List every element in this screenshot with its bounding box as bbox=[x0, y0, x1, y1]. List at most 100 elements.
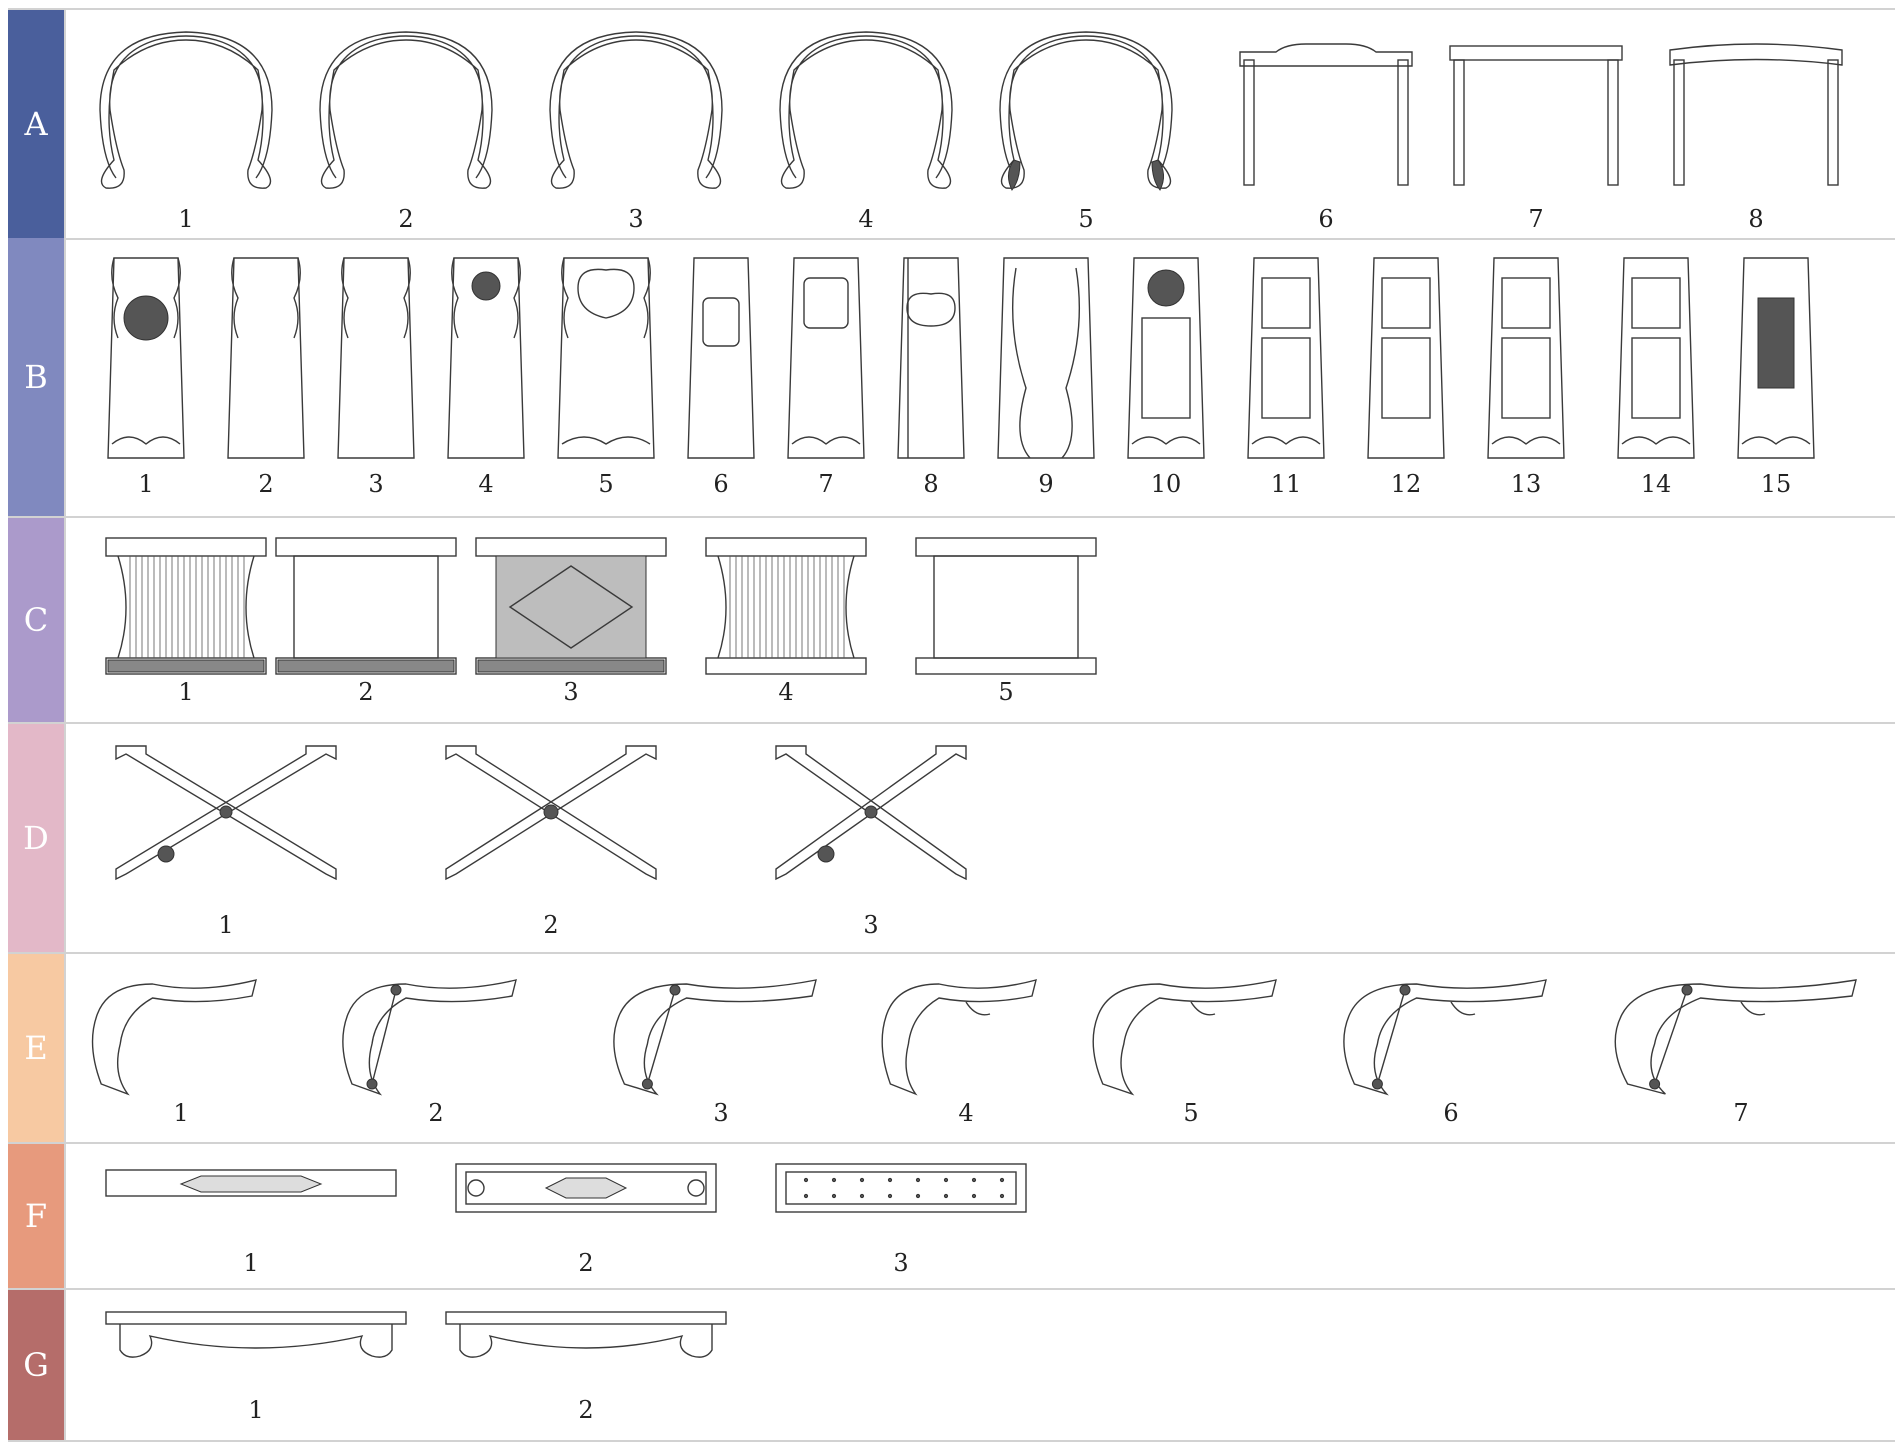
component-drawing bbox=[1247, 257, 1325, 459]
component-number: 4 bbox=[858, 205, 874, 233]
component-drawing bbox=[1614, 979, 1857, 1095]
component-e-5: 5 bbox=[1086, 954, 1296, 1142]
component-number: 1 bbox=[178, 205, 194, 233]
row-label: A bbox=[8, 10, 64, 238]
component-drawing bbox=[1127, 257, 1205, 459]
component-number: 2 bbox=[358, 678, 374, 706]
component-e-3: 3 bbox=[606, 954, 836, 1142]
component-drawing bbox=[115, 745, 337, 881]
component-number: 12 bbox=[1390, 470, 1422, 498]
component-number: 14 bbox=[1640, 470, 1672, 498]
component-drawing bbox=[445, 1311, 727, 1358]
component-drawing bbox=[999, 31, 1173, 191]
component-number: 2 bbox=[578, 1249, 594, 1277]
component-d-2: 2 bbox=[426, 724, 676, 952]
component-a-7: 7 bbox=[1436, 10, 1636, 238]
component-number: 9 bbox=[1038, 470, 1054, 498]
component-drawing bbox=[1737, 257, 1815, 459]
row-label-text: E bbox=[24, 1029, 48, 1067]
component-drawing bbox=[775, 745, 967, 881]
component-drawing bbox=[881, 979, 1037, 1096]
component-drawing bbox=[997, 257, 1095, 459]
component-number: 2 bbox=[258, 470, 274, 498]
component-number: 1 bbox=[138, 470, 154, 498]
component-number: 6 bbox=[713, 470, 729, 498]
row-label-text: B bbox=[24, 358, 48, 396]
component-drawing bbox=[1487, 257, 1565, 459]
component-drawing bbox=[1617, 257, 1695, 459]
component-number: 3 bbox=[863, 911, 879, 939]
component-number: 3 bbox=[893, 1249, 909, 1277]
component-b-7: 7 bbox=[776, 238, 876, 516]
component-e-4: 4 bbox=[876, 954, 1056, 1142]
component-number: 2 bbox=[428, 1099, 444, 1127]
component-drawing bbox=[787, 257, 865, 459]
component-number: 1 bbox=[243, 1249, 259, 1277]
component-drawing bbox=[1367, 257, 1445, 459]
component-number: 13 bbox=[1510, 470, 1542, 498]
component-drawing bbox=[455, 1163, 717, 1213]
component-drawing bbox=[445, 745, 657, 881]
component-drawing bbox=[227, 257, 305, 459]
row-label-text: G bbox=[23, 1346, 49, 1384]
component-b-9: 9 bbox=[986, 238, 1106, 516]
component-drawing bbox=[105, 1169, 397, 1197]
component-f-2: 2 bbox=[446, 1144, 726, 1288]
component-d-1: 1 bbox=[96, 724, 356, 952]
component-b-8: 8 bbox=[886, 238, 976, 516]
component-a-4: 4 bbox=[766, 10, 966, 238]
component-number: 1 bbox=[173, 1099, 189, 1127]
component-b-1: 1 bbox=[96, 238, 196, 516]
component-drawing bbox=[447, 257, 525, 459]
component-g-1: 1 bbox=[96, 1290, 416, 1440]
component-drawing bbox=[275, 537, 457, 675]
component-number: 4 bbox=[478, 470, 494, 498]
component-number: 2 bbox=[398, 205, 414, 233]
component-a-8: 8 bbox=[1656, 10, 1856, 238]
component-drawing bbox=[105, 537, 267, 675]
row-label: C bbox=[8, 518, 64, 722]
component-c-3: 3 bbox=[466, 518, 676, 722]
component-a-2: 2 bbox=[306, 10, 506, 238]
component-b-6: 6 bbox=[676, 238, 766, 516]
component-number: 7 bbox=[1528, 205, 1544, 233]
row-label-text: C bbox=[23, 601, 49, 639]
component-f-3: 3 bbox=[766, 1144, 1036, 1288]
component-number: 7 bbox=[1733, 1099, 1749, 1127]
row-label-text: A bbox=[24, 105, 48, 143]
component-d-3: 3 bbox=[756, 724, 986, 952]
row-label: D bbox=[8, 724, 64, 952]
row-label: G bbox=[8, 1290, 64, 1440]
component-a-6: 6 bbox=[1226, 10, 1426, 238]
component-number: 6 bbox=[1443, 1099, 1459, 1127]
component-b-3: 3 bbox=[326, 238, 426, 516]
component-c-2: 2 bbox=[266, 518, 466, 722]
component-number: 6 bbox=[1318, 205, 1334, 233]
row-f: F 1 2 3 bbox=[8, 1144, 1895, 1290]
component-drawing bbox=[687, 257, 755, 459]
component-drawing bbox=[779, 31, 953, 189]
component-drawing bbox=[475, 537, 667, 675]
component-drawing bbox=[99, 31, 273, 189]
component-drawing bbox=[897, 257, 965, 459]
row-label: E bbox=[8, 954, 64, 1142]
row-label-text: D bbox=[23, 819, 49, 857]
component-number: 8 bbox=[923, 470, 939, 498]
component-e-7: 7 bbox=[1606, 954, 1876, 1142]
row-label-text: F bbox=[24, 1197, 48, 1235]
component-b-14: 14 bbox=[1606, 238, 1706, 516]
component-drawing bbox=[1449, 45, 1623, 186]
component-b-11: 11 bbox=[1236, 238, 1336, 516]
component-number: 8 bbox=[1748, 205, 1764, 233]
component-number: 3 bbox=[368, 470, 384, 498]
component-number: 7 bbox=[818, 470, 834, 498]
component-drawing bbox=[1343, 979, 1547, 1096]
component-a-5: 5 bbox=[986, 10, 1186, 238]
